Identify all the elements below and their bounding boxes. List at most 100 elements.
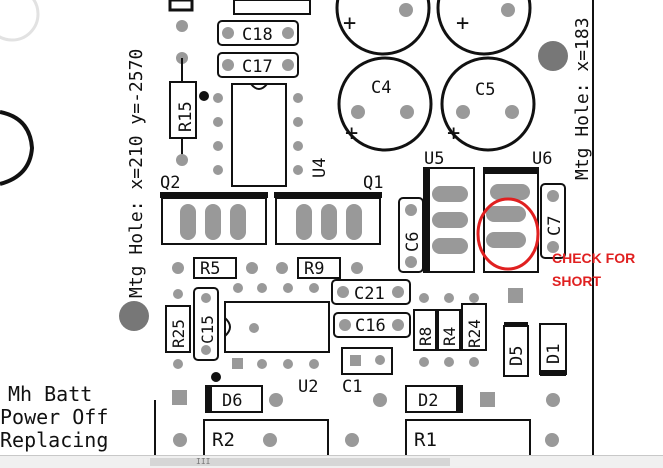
pad bbox=[173, 433, 187, 447]
r9-label: R9 bbox=[304, 259, 324, 279]
battery-note-line2: Power Off bbox=[0, 405, 108, 429]
pad-square bbox=[508, 288, 523, 303]
pad bbox=[444, 357, 454, 367]
capacitor-c15 bbox=[193, 287, 219, 361]
pad bbox=[405, 204, 417, 216]
pad bbox=[346, 204, 362, 240]
transistor-q1-tab bbox=[274, 192, 382, 198]
resistor-r4 bbox=[437, 309, 461, 351]
pad bbox=[293, 93, 303, 103]
capacitor-c18 bbox=[217, 20, 299, 46]
resistor-r15 bbox=[169, 81, 197, 139]
transistor-q2 bbox=[161, 197, 267, 245]
transistor-q2-tab bbox=[160, 192, 268, 198]
pin1-dot bbox=[249, 323, 259, 333]
scrollbar-grip-icon: III bbox=[196, 457, 211, 466]
pad bbox=[419, 357, 429, 367]
pad bbox=[486, 206, 526, 222]
capacitor-top-left bbox=[335, 0, 431, 56]
pad bbox=[282, 27, 294, 39]
pad bbox=[309, 359, 319, 369]
pad bbox=[373, 393, 387, 407]
pad bbox=[293, 141, 303, 151]
pad bbox=[293, 117, 303, 127]
pad-square bbox=[172, 390, 187, 405]
pad bbox=[222, 59, 234, 71]
pad bbox=[176, 154, 188, 166]
d1-label: D1 bbox=[544, 344, 564, 364]
pad bbox=[545, 433, 559, 447]
scrollbar-thumb[interactable] bbox=[150, 458, 450, 466]
u4-label: U4 bbox=[310, 158, 330, 178]
mounting-hole-left bbox=[119, 301, 149, 331]
pad-square bbox=[232, 358, 243, 369]
plus-sign: + bbox=[447, 121, 460, 146]
pad bbox=[180, 204, 196, 240]
regulator-u6-tab bbox=[484, 168, 538, 174]
c17-label: C17 bbox=[242, 57, 273, 77]
pad bbox=[419, 293, 429, 303]
pad bbox=[392, 319, 404, 331]
resistor-r25 bbox=[165, 305, 191, 353]
pad bbox=[486, 232, 526, 248]
capacitor-c7 bbox=[540, 183, 566, 259]
pad bbox=[201, 293, 211, 303]
horizontal-scrollbar[interactable]: III bbox=[0, 455, 663, 468]
pad-square bbox=[480, 392, 495, 407]
pad bbox=[176, 20, 188, 32]
r15-label: R15 bbox=[176, 101, 196, 132]
pad bbox=[201, 345, 211, 355]
ic-notch bbox=[224, 317, 231, 337]
pad bbox=[263, 433, 277, 447]
pad bbox=[213, 93, 223, 103]
r2-label: R2 bbox=[212, 429, 235, 451]
d5-label: D5 bbox=[507, 346, 527, 366]
resistor-r24 bbox=[461, 303, 487, 351]
c4-label: C4 bbox=[371, 78, 391, 98]
pad bbox=[375, 355, 385, 365]
c21-label: C21 bbox=[354, 284, 385, 304]
pad bbox=[405, 256, 417, 268]
capacitor-c6 bbox=[398, 197, 424, 273]
c7-label: C7 bbox=[545, 216, 565, 236]
pad bbox=[246, 262, 258, 274]
pad bbox=[309, 283, 319, 293]
pad bbox=[257, 359, 267, 369]
pad bbox=[345, 433, 359, 447]
pad bbox=[213, 117, 223, 127]
pad bbox=[283, 283, 293, 293]
component-outline-top bbox=[168, 0, 194, 12]
short-circle-annotation bbox=[476, 197, 540, 271]
pad bbox=[213, 165, 223, 175]
resistor-r9 bbox=[297, 257, 341, 279]
r24-label: R24 bbox=[465, 319, 484, 348]
pad bbox=[432, 186, 468, 202]
component-outline-top2 bbox=[233, 0, 311, 15]
battery-note-line1: Mh Batt bbox=[8, 382, 92, 406]
mtg-hole-left-label: Mtg Hole: x=210 y=-2570 bbox=[126, 49, 147, 298]
d2-label: D2 bbox=[418, 391, 438, 411]
pad bbox=[546, 393, 560, 407]
pad bbox=[213, 141, 223, 151]
pad bbox=[547, 190, 559, 202]
check-for-short-line1: CHECK FOR bbox=[552, 250, 635, 266]
pad bbox=[233, 283, 243, 293]
pad bbox=[222, 27, 234, 39]
r8-label: R8 bbox=[416, 327, 435, 346]
pin1-dot bbox=[199, 91, 209, 101]
r4-label: R4 bbox=[440, 327, 459, 346]
capacitor-c1 bbox=[341, 347, 393, 375]
pad bbox=[173, 289, 183, 299]
pad bbox=[276, 262, 288, 274]
pad bbox=[296, 204, 312, 240]
diode-d2-band bbox=[456, 386, 462, 412]
pad bbox=[293, 165, 303, 175]
q2-label: Q2 bbox=[160, 173, 180, 193]
c5-label: C5 bbox=[475, 80, 495, 100]
resistor-r5 bbox=[193, 257, 237, 279]
u6-label: U6 bbox=[532, 149, 552, 169]
c6-label: C6 bbox=[403, 232, 423, 252]
pad bbox=[501, 3, 515, 17]
ic-u4 bbox=[231, 83, 287, 187]
